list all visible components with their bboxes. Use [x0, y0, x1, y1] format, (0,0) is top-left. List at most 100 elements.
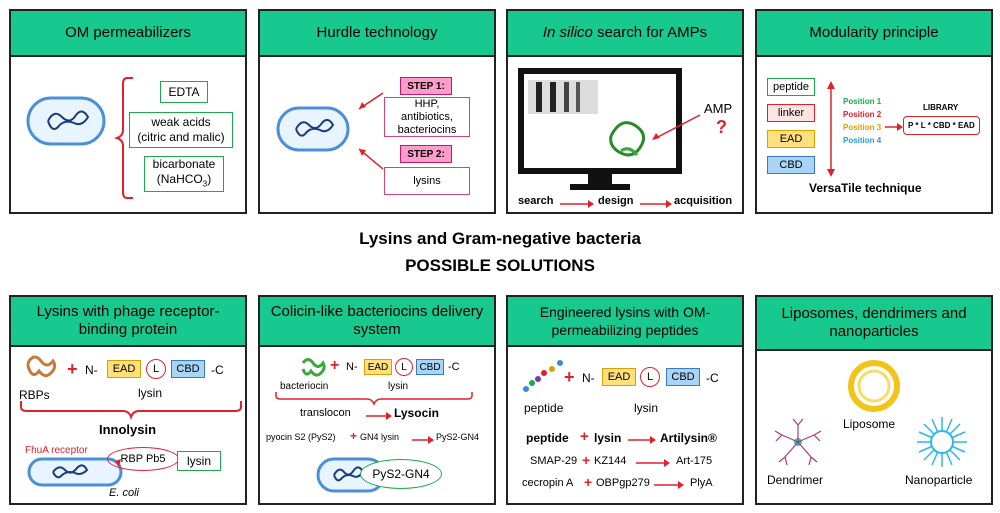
lysin-label: lysin: [634, 401, 659, 415]
bacterium-icon: [26, 96, 106, 146]
rbp-pb5-oval: RBP Pb5: [107, 447, 179, 471]
bicarbonate-box: bicarbonate (NaHCO3): [144, 156, 224, 192]
panel-lysocin: Colicin-like bacteriocins delivery syste…: [258, 295, 496, 505]
module-cbd: CBD: [767, 156, 815, 174]
step1-label: STEP 1:: [400, 77, 452, 95]
monitor-icon: [518, 68, 682, 190]
plus-sign: +: [582, 452, 591, 468]
c-terminus: -C: [706, 371, 719, 385]
bracket-icon: [113, 77, 133, 199]
arrow-icon: [652, 114, 701, 140]
linker-circle: L: [146, 359, 166, 379]
panel-title: In silico search for AMPs: [508, 11, 742, 57]
n-terminus: N-: [582, 371, 595, 385]
plus-sign: +: [67, 359, 78, 379]
dendrimer-label: Dendrimer: [767, 473, 824, 487]
module-peptide: peptide: [767, 78, 815, 96]
arrow-icon: [636, 459, 670, 467]
weak-acids-line1: weak acids: [151, 115, 211, 129]
cbd-box: CBD: [416, 359, 444, 375]
pys2gn4-oval: PyS2-GN4: [360, 459, 442, 489]
question-mark: ?: [716, 117, 727, 137]
plya-label: PlyA: [690, 477, 713, 489]
artilysin-label: Artilysin®: [660, 431, 717, 445]
center-title-line1: Lysins and Gram-negative bacteria: [359, 229, 641, 248]
edta-box: EDTA: [160, 81, 208, 103]
ecoli-label: E. coli: [109, 487, 139, 499]
panel-title: Engineered lysins with OM-permeabilizing…: [508, 297, 742, 347]
panel-hurdle-technology: Hurdle technology STEP 1: HHP, antibioti…: [258, 9, 496, 214]
module-ead: EAD: [767, 130, 815, 148]
arrow-icon: [412, 436, 434, 444]
c-terminus: -C: [448, 361, 460, 373]
rbp-protein-icon: [26, 355, 57, 378]
pys2gn4-label: PyS2-GN4: [436, 432, 480, 442]
panel-artilysin: Engineered lysins with OM-permeabilizing…: [506, 295, 744, 505]
panel-title: Liposomes, dendrimers and nanoparticles: [757, 297, 991, 351]
library-formula: P * L * CBD * EAD: [903, 116, 980, 135]
step2-label: STEP 2:: [400, 145, 452, 163]
eq-lysin: lysin: [594, 431, 622, 445]
arrow-icon: [654, 481, 684, 489]
bracket-icon: [20, 401, 242, 421]
double-arrow-icon: [827, 81, 835, 177]
peptide-chain-icon: [523, 360, 563, 392]
panel-modularity: Modularity principle peptide linker EAD …: [755, 9, 993, 214]
nahco3-text: (NaHCO: [156, 171, 203, 186]
panel-title: Lysins with phage receptor-binding prote…: [11, 297, 245, 347]
panel-om-permeabilizers: OM permeabilizers EDTA weak acids (citri…: [9, 9, 247, 214]
peptide-label: peptide: [524, 401, 564, 415]
n-terminus: N-: [346, 361, 358, 373]
obpgp279-label: OBPgp279: [596, 477, 650, 489]
lysin-label: lysin: [388, 381, 409, 392]
ecoli-icon: [27, 457, 123, 487]
step1-box: HHP, antibiotics, bacteriocins: [384, 97, 470, 137]
position-4: Position 4: [843, 136, 882, 145]
weak-acids-line2: (citric and malic): [137, 130, 225, 144]
eq-peptide: peptide: [526, 431, 569, 445]
ead-box: EAD: [107, 360, 141, 378]
position-1: Position 1: [843, 97, 882, 106]
linker-circle: L: [640, 367, 660, 387]
nahco3-sub: 3: [202, 179, 208, 189]
bacterium-icon: [276, 106, 350, 152]
arrow-icon: [358, 92, 384, 110]
panel-title: Hurdle technology: [260, 11, 494, 57]
liposome-icon: [848, 360, 900, 412]
gn4-label: GN4 lysin: [360, 432, 400, 442]
plus-sign: +: [580, 428, 589, 445]
bicarbonate-line2: (NaHCO3): [157, 172, 211, 191]
panel-in-silico: In silico search for AMPs AMP ? search d…: [506, 9, 744, 214]
flow-acquisition: acquisition: [674, 195, 733, 207]
plus-sign: +: [350, 429, 358, 443]
dendrimer-icon: [774, 418, 822, 466]
innolysin-label: Innolysin: [99, 422, 157, 437]
module-linker: linker: [767, 104, 815, 122]
translocon-label: translocon: [300, 407, 351, 419]
arrow-icon: [358, 148, 384, 170]
nanoparticle-icon: [917, 417, 967, 467]
weak-acids-box: weak acids (citric and malic): [129, 112, 233, 148]
library-label: LIBRARY: [923, 103, 959, 112]
amp-label: AMP: [704, 101, 733, 116]
bracket-icon: [275, 392, 473, 407]
cecropin-label: cecropin A: [522, 477, 574, 489]
arrow-icon: [560, 200, 594, 208]
flow-search: search: [518, 195, 554, 207]
arrow-icon: [366, 412, 392, 420]
title-rest: search for AMPs: [592, 24, 708, 41]
bacteriocin-protein-icon: [301, 358, 326, 377]
fhua-label: FhuA receptor: [25, 445, 88, 456]
flow-design: design: [598, 195, 634, 207]
ead-box: EAD: [602, 368, 636, 386]
plus-sign: +: [330, 357, 340, 374]
technique-label: VersaTile technique: [809, 181, 922, 195]
pyocin-label: pyocin S2 (PyS2): [266, 432, 336, 442]
plus-sign: +: [564, 367, 575, 387]
panel-title: OM permeabilizers: [11, 11, 245, 57]
arrow-icon: [885, 123, 903, 131]
step2-box: lysins: [384, 167, 470, 195]
arrow-icon: [640, 200, 672, 208]
panel-innolysin: Lysins with phage receptor-binding prote…: [9, 295, 247, 505]
n-terminus: N-: [85, 363, 98, 377]
